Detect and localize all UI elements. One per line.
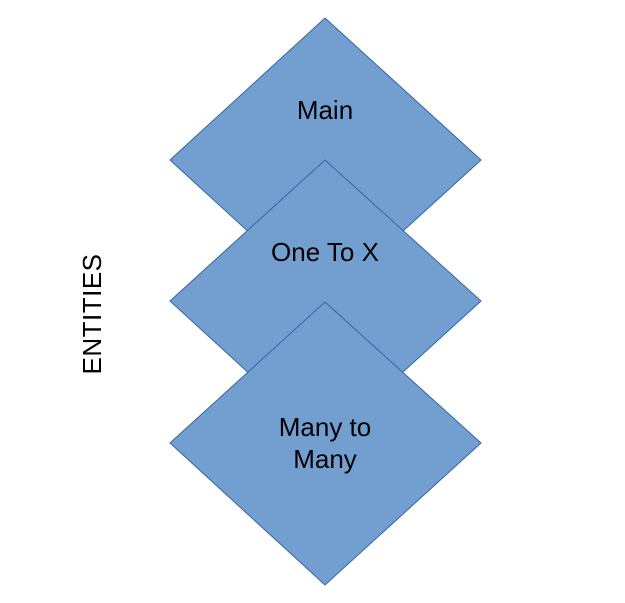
diamond-one-to-x: One To X: [169, 159, 482, 444]
diamond-many-to-many: Many to Many: [169, 301, 482, 586]
diamond-one-to-x-label: One To X: [271, 237, 379, 267]
diamond-many-to-many-shape: [169, 301, 482, 586]
diamond-main-label: Main: [297, 95, 353, 125]
diamond-many-to-many-label-line-1: Many to: [279, 412, 372, 442]
entities-side-label: ENTITIES: [77, 253, 107, 374]
diamond-many-to-many-label-line-2: Many: [293, 444, 357, 474]
